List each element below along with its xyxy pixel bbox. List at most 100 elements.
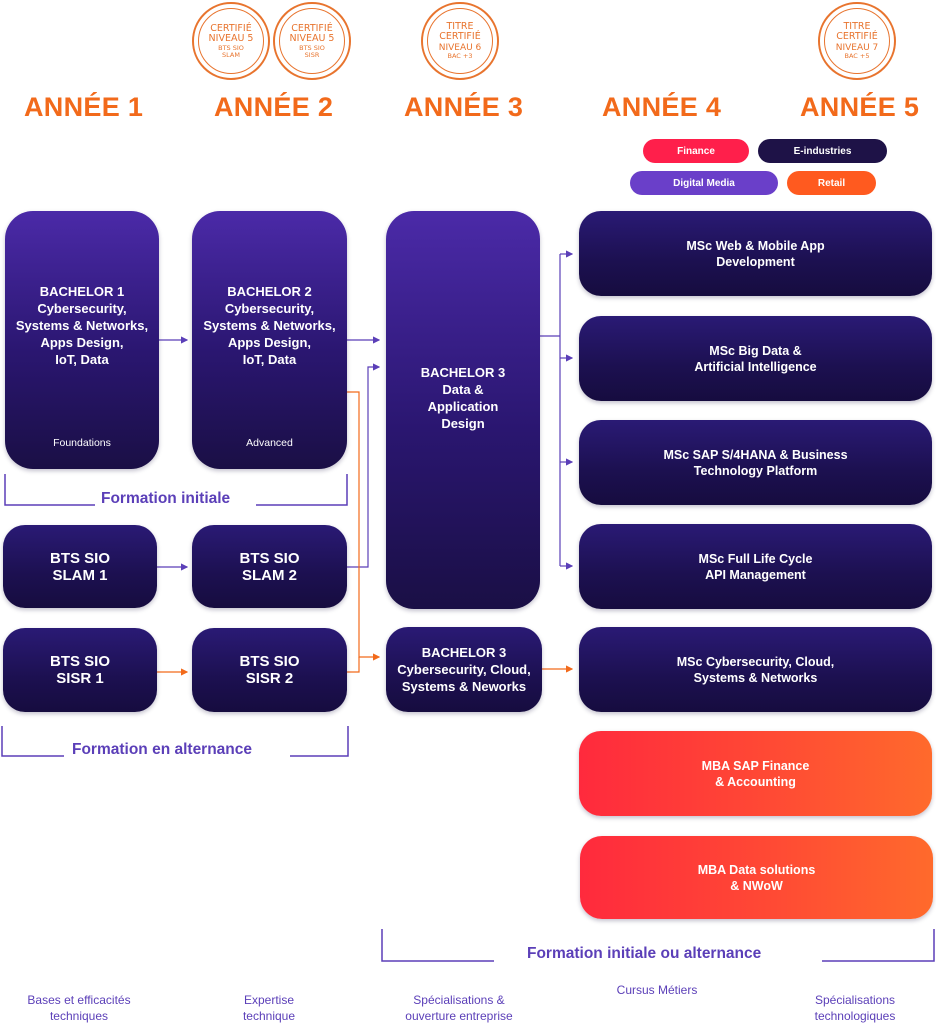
card-line: Technology Platform: [693, 463, 818, 478]
card-msc-web-mobile[interactable]: MSc Web & Mobile App Development: [579, 211, 932, 296]
card-title: BTS SIO SISR 2: [239, 653, 299, 687]
card-bts-slam-2[interactable]: BTS SIO SLAM 2: [192, 525, 347, 608]
certification-stamp-slam: CERTIFIÉ NIVEAU 5 BTS SIO SLAM: [192, 2, 270, 80]
year-2-heading: ANNÉE 2: [214, 92, 334, 122]
footer-line: Bases et efficacités: [27, 993, 131, 1007]
stamp-text: CERTIFIÉ: [836, 31, 878, 42]
card-line: Apps Design,: [227, 334, 312, 350]
card-line: IoT, Data: [55, 351, 109, 367]
tag-finance[interactable]: Finance: [643, 139, 749, 163]
footer-line: technique: [242, 1009, 296, 1023]
card-title: MSc Full Life Cycle API Management: [699, 551, 813, 583]
card-line: Cybersecurity, Cloud,: [397, 662, 531, 677]
arrow-slam2-b3: [347, 363, 381, 568]
certification-stamp-niveau6: TITRE CERTIFIÉ NIVEAU 6 BAC +3: [421, 2, 499, 80]
footer-line: Spécialisations &: [413, 993, 505, 1007]
card-title: BTS SIO SLAM 1: [50, 550, 110, 584]
card-title: BACHELOR 3 Cybersecurity, Cloud, Systems…: [397, 644, 530, 695]
card-title: MSc SAP S/4HANA & Business Technology Pl…: [663, 447, 847, 479]
label-formation-alternance: Formation en alternance: [72, 741, 253, 758]
card-line: Systems & Neworks: [401, 679, 527, 694]
card-msc-big-data[interactable]: MSc Big Data & Artificial Intelligence: [579, 316, 932, 401]
card-bachelor-2[interactable]: BACHELOR 2 Cybersecurity, Systems & Netw…: [192, 211, 347, 469]
card-line: Application: [427, 398, 499, 414]
card-line: Artificial Intelligence: [694, 359, 817, 374]
card-line: SLAM 2: [241, 566, 297, 584]
footer-line: ouverture entreprise: [405, 1009, 513, 1023]
card-line: MSc SAP S/4HANA & Business: [663, 447, 848, 462]
card-subtitle: Advanced: [246, 437, 293, 449]
stamp-text: TITRE: [843, 21, 871, 32]
card-title: BTS SIO SISR 1: [50, 653, 110, 687]
card-subtitle: Foundations: [53, 437, 111, 449]
tag-e-industries[interactable]: E-industries: [758, 139, 887, 163]
tag-digital-media[interactable]: Digital Media: [630, 171, 778, 195]
card-bts-sisr-1[interactable]: BTS SIO SISR 1: [3, 628, 157, 712]
card-line: BTS SIO: [49, 653, 110, 670]
stamp-text: BTS SIO: [299, 43, 325, 52]
card-line: MSc Cybersecurity, Cloud,: [676, 654, 835, 669]
stamp-text: TITRE: [446, 21, 474, 32]
tag-retail[interactable]: Retail: [787, 171, 876, 195]
year-5-heading: ANNÉE 5: [800, 92, 920, 122]
footer-line: Cursus Métiers: [616, 983, 698, 997]
card-title: MSc Big Data & Artificial Intelligence: [694, 343, 816, 375]
stamp-text: BTS SIO: [218, 43, 244, 52]
card-mba-data-solutions[interactable]: MBA Data solutions & NWoW: [580, 836, 933, 919]
footer-line: technologiques: [814, 1009, 896, 1023]
card-line: BACHELOR 1: [39, 283, 125, 299]
card-title: BACHELOR 3 Data & Application Design: [421, 364, 506, 432]
card-line: BTS SIO: [239, 653, 300, 670]
stamp-text: CERTIFIÉ: [291, 22, 333, 34]
card-line: SISR 1: [56, 670, 104, 687]
card-bts-sisr-2[interactable]: BTS SIO SISR 2: [192, 628, 347, 712]
card-msc-sap[interactable]: MSc SAP S/4HANA & Business Technology Pl…: [579, 420, 932, 505]
card-title: MBA Data solutions & NWoW: [698, 862, 816, 894]
footer-col-3: Spécialisations & ouverture entreprise: [384, 992, 534, 1024]
stamp-text: NIVEAU 6: [438, 43, 482, 53]
card-line: BTS SIO: [49, 549, 110, 567]
card-line: MBA SAP Finance: [701, 758, 810, 773]
card-bts-slam-1[interactable]: BTS SIO SLAM 1: [3, 525, 157, 608]
card-line: Data &: [442, 381, 484, 397]
stamp-text: CERTIFIÉ: [439, 31, 481, 42]
certification-stamp-sisr: CERTIFIÉ NIVEAU 5 BTS SIO SISR: [273, 2, 351, 80]
label-formation-initiale-ou-alternance: Formation initiale ou alternance: [527, 945, 762, 962]
card-title: BACHELOR 2 Cybersecurity, Systems & Netw…: [203, 283, 335, 368]
card-line: BACHELOR 2: [227, 283, 312, 299]
stamp-text: BAC +5: [844, 52, 870, 60]
card-bachelor-3-data[interactable]: BACHELOR 3 Data & Application Design: [386, 211, 540, 609]
card-msc-cybersecurity[interactable]: MSc Cybersecurity, Cloud, Systems & Netw…: [579, 627, 932, 712]
card-line: Development: [716, 254, 795, 269]
label-formation-initiale: Formation initiale: [101, 490, 231, 507]
card-line: MSc Web & Mobile App: [686, 238, 825, 253]
card-line: SLAM 1: [52, 566, 108, 584]
card-title: MSc Cybersecurity, Cloud, Systems & Netw…: [677, 654, 834, 686]
card-line: & Accounting: [715, 774, 796, 789]
card-title: BACHELOR 1 Cybersecurity, Systems & Netw…: [16, 283, 148, 368]
card-line: Design: [441, 415, 485, 431]
card-msc-api[interactable]: MSc Full Life Cycle API Management: [579, 524, 932, 609]
card-mba-sap-finance[interactable]: MBA SAP Finance & Accounting: [579, 731, 932, 816]
card-line: MBA Data solutions: [697, 862, 816, 877]
card-title: MSc Web & Mobile App Development: [686, 238, 824, 270]
footer-line: Spécialisations: [814, 993, 896, 1007]
bracket-alternance: [1, 726, 349, 757]
footer-col-1: Bases et efficacités techniques: [4, 992, 154, 1024]
card-line: Apps Design,: [40, 334, 124, 350]
footer-col-5: Spécialisations technologiques: [780, 992, 930, 1024]
footer-col-4: Cursus Métiers: [582, 982, 732, 998]
stamp-text: CERTIFIÉ: [210, 22, 252, 34]
stamp-text: NIVEAU 5: [208, 32, 254, 44]
card-line: IoT, Data: [242, 351, 297, 367]
year-1-heading: ANNÉE 1: [24, 92, 144, 122]
year-4-heading: ANNÉE 4: [602, 92, 722, 122]
card-line: MSc Full Life Cycle: [698, 551, 813, 566]
card-bachelor-1[interactable]: BACHELOR 1 Cybersecurity, Systems & Netw…: [5, 211, 159, 469]
stamp-text: BAC +3: [447, 52, 473, 60]
year-3-heading: ANNÉE 3: [404, 92, 524, 122]
footer-line: Expertise: [243, 993, 295, 1007]
stamp-text: NIVEAU 7: [835, 43, 879, 53]
card-bachelor-3-cyber[interactable]: BACHELOR 3 Cybersecurity, Cloud, Systems…: [386, 627, 542, 712]
